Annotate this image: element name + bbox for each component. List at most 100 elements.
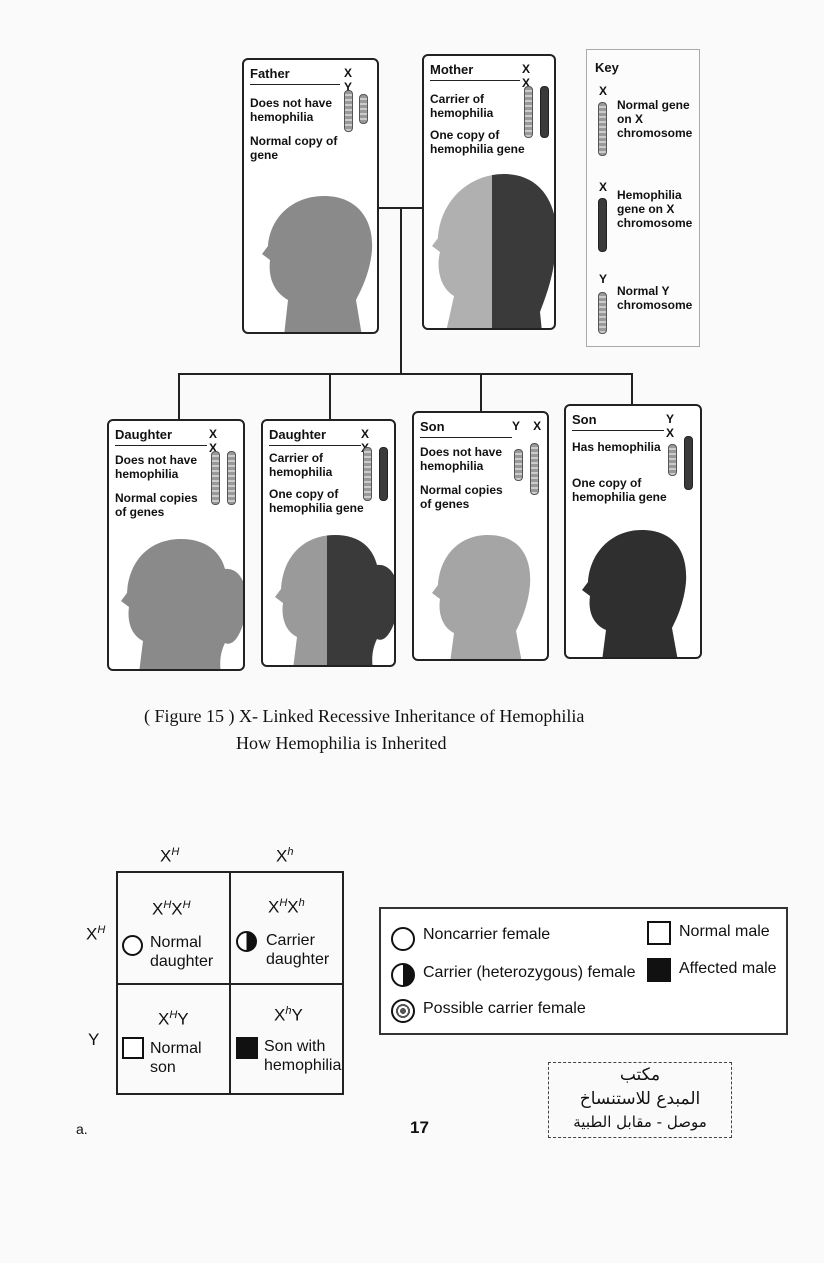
father-y-chromosome [359, 94, 368, 124]
son1-x-chromosome [530, 443, 539, 495]
son1-gene-note: Normal copies of genes [420, 483, 503, 511]
legend-possible-carrier-icon [391, 999, 415, 1023]
figure-caption-title: ( Figure 15 ) X- Linked Recessive Inheri… [144, 706, 585, 726]
punnett-cell2-genotype: XHXh [268, 897, 305, 917]
key-normal-x-text: Normal gene on X chromosome [617, 98, 693, 140]
father-gene-note: Normal copy of gene [250, 134, 338, 162]
key-letter-hemophilia-x: X [599, 180, 608, 194]
mother-title: Mother [430, 62, 474, 77]
son1-panel: Son Y X Does not have hemophilia Normal … [412, 411, 549, 661]
child-drop-4 [631, 373, 633, 406]
child-drop-2 [329, 373, 331, 420]
page-number: 17 [410, 1118, 429, 1137]
mother-x-chromosome-hemophilia [540, 86, 549, 138]
daughter1-gene-note: Normal copies of genes [115, 491, 198, 519]
key-box: Key X Normal gene on X chromosome X Hemo… [586, 49, 700, 347]
mother-x-chromosome-normal [524, 86, 533, 138]
daughter1-chromosome-labels: X X [209, 427, 223, 455]
punnett-col1-label: XH [160, 846, 180, 866]
father-x-chromosome [344, 90, 353, 132]
son1-title: Son [420, 419, 445, 434]
daughter2-silhouette [275, 535, 394, 665]
daughter1-panel: Daughter X X Does not have hemophilia No… [107, 419, 245, 671]
son2-silhouette [582, 530, 687, 657]
legend-normal-male-text: Normal male [679, 923, 770, 940]
key-hemophilia-x-text: Hemophilia gene on X chromosome [617, 188, 693, 230]
son1-status: Does not have hemophilia [420, 445, 503, 473]
footer-left-label: a. [76, 1121, 88, 1137]
son2-x-chromosome-hemophilia [684, 436, 693, 490]
daughter1-title: Daughter [115, 427, 173, 442]
daughter2-title-rule [269, 445, 361, 446]
legend-carrier-text: Carrier (heterozygous) female [423, 964, 636, 981]
son2-panel: Son Y X Has hemophilia One copy of hemop… [564, 404, 702, 659]
daughter2-x-chromosome-normal [363, 447, 372, 501]
child-drop-3 [480, 373, 482, 413]
son1-silhouette [432, 535, 531, 659]
punnett-cell4-genotype: XhY [274, 1005, 303, 1025]
key-normal-y-chromosome [598, 292, 607, 334]
punnett-row2-label: Y [88, 1030, 100, 1049]
father-panel: Father X Y Does not have hemophilia Norm… [242, 58, 379, 334]
mother-status: Carrier of hemophilia [430, 92, 494, 120]
mother-panel: Mother X X Carrier of hemophilia One cop… [422, 54, 556, 330]
noncarrier-female-symbol [122, 935, 143, 956]
carrier-female-symbol [236, 931, 257, 952]
father-status: Does not have hemophilia [250, 96, 333, 124]
mother-chromosome-labels: X X [522, 62, 536, 90]
punnett-row1-label: XH [86, 924, 106, 944]
legend-possible-carrier-text: Possible carrier female [423, 1000, 586, 1017]
key-title: Key [595, 60, 619, 75]
daughter1-silhouette [121, 539, 243, 669]
stamp-line-1: مكتب [619, 1065, 661, 1085]
figure-caption-subtitle: How Hemophilia is Inherited [236, 733, 447, 753]
son1-y-chromosome [514, 449, 523, 481]
father-chromosome-labels: X Y [344, 66, 358, 94]
mother-gene-note: One copy of hemophilia gene [430, 128, 525, 156]
daughter2-gene-note: One copy of hemophilia gene [269, 487, 364, 515]
punnett-cell3-genotype: XHY [158, 1009, 189, 1029]
son1-chromosome-labels: Y X [512, 419, 547, 433]
symbol-legend: Noncarrier female Carrier (heterozygous)… [379, 907, 788, 1035]
father-title-rule [250, 84, 340, 85]
stamp-line-3: موصل - مقابل الطبية [573, 1113, 707, 1131]
daughter2-x-chromosome-hemophilia [379, 447, 388, 501]
daughter1-status: Does not have hemophilia [115, 453, 198, 481]
daughter1-x-chromosome-2 [227, 451, 236, 505]
affected-male-symbol [236, 1037, 258, 1059]
descent-line [400, 207, 402, 374]
punnett-divider-horizontal [118, 983, 342, 985]
stamp-line-2: المبدع للاستنساخ [579, 1089, 701, 1109]
son2-title-rule [572, 430, 664, 431]
son1-title-rule [420, 437, 512, 438]
legend-affected-male-icon [647, 958, 671, 982]
son2-gene-note: One copy of hemophilia gene [572, 476, 667, 504]
legend-affected-male-text: Affected male [679, 960, 777, 977]
key-normal-y-text: Normal Y chromosome [617, 284, 693, 312]
daughter2-status: Carrier of hemophilia [269, 451, 333, 479]
son2-title: Son [572, 412, 597, 427]
legend-normal-male-icon [647, 921, 671, 945]
shop-stamp: مكتب المبدع للاستنساخ موصل - مقابل الطبي… [548, 1062, 732, 1138]
children-bar [178, 373, 633, 375]
legend-noncarrier-text: Noncarrier female [423, 926, 551, 943]
son2-status: Has hemophilia [572, 440, 661, 454]
daughter2-title: Daughter [269, 427, 327, 442]
key-letter-normal-x: X [599, 84, 608, 98]
key-letter-normal-y: Y [599, 272, 608, 286]
legend-carrier-icon [391, 963, 415, 987]
key-normal-x-chromosome [598, 102, 607, 156]
daughter2-panel: Daughter X X Carrier of hemophilia One c… [261, 419, 396, 667]
key-hemophilia-x-chromosome [598, 198, 607, 252]
mother-silhouette [432, 174, 554, 328]
normal-male-symbol [122, 1037, 144, 1059]
child-drop-1 [178, 373, 180, 420]
punnett-cell1-genotype: XHXH [152, 899, 191, 919]
mother-title-rule [430, 80, 520, 81]
father-title: Father [250, 66, 290, 81]
daughter1-title-rule [115, 445, 207, 446]
